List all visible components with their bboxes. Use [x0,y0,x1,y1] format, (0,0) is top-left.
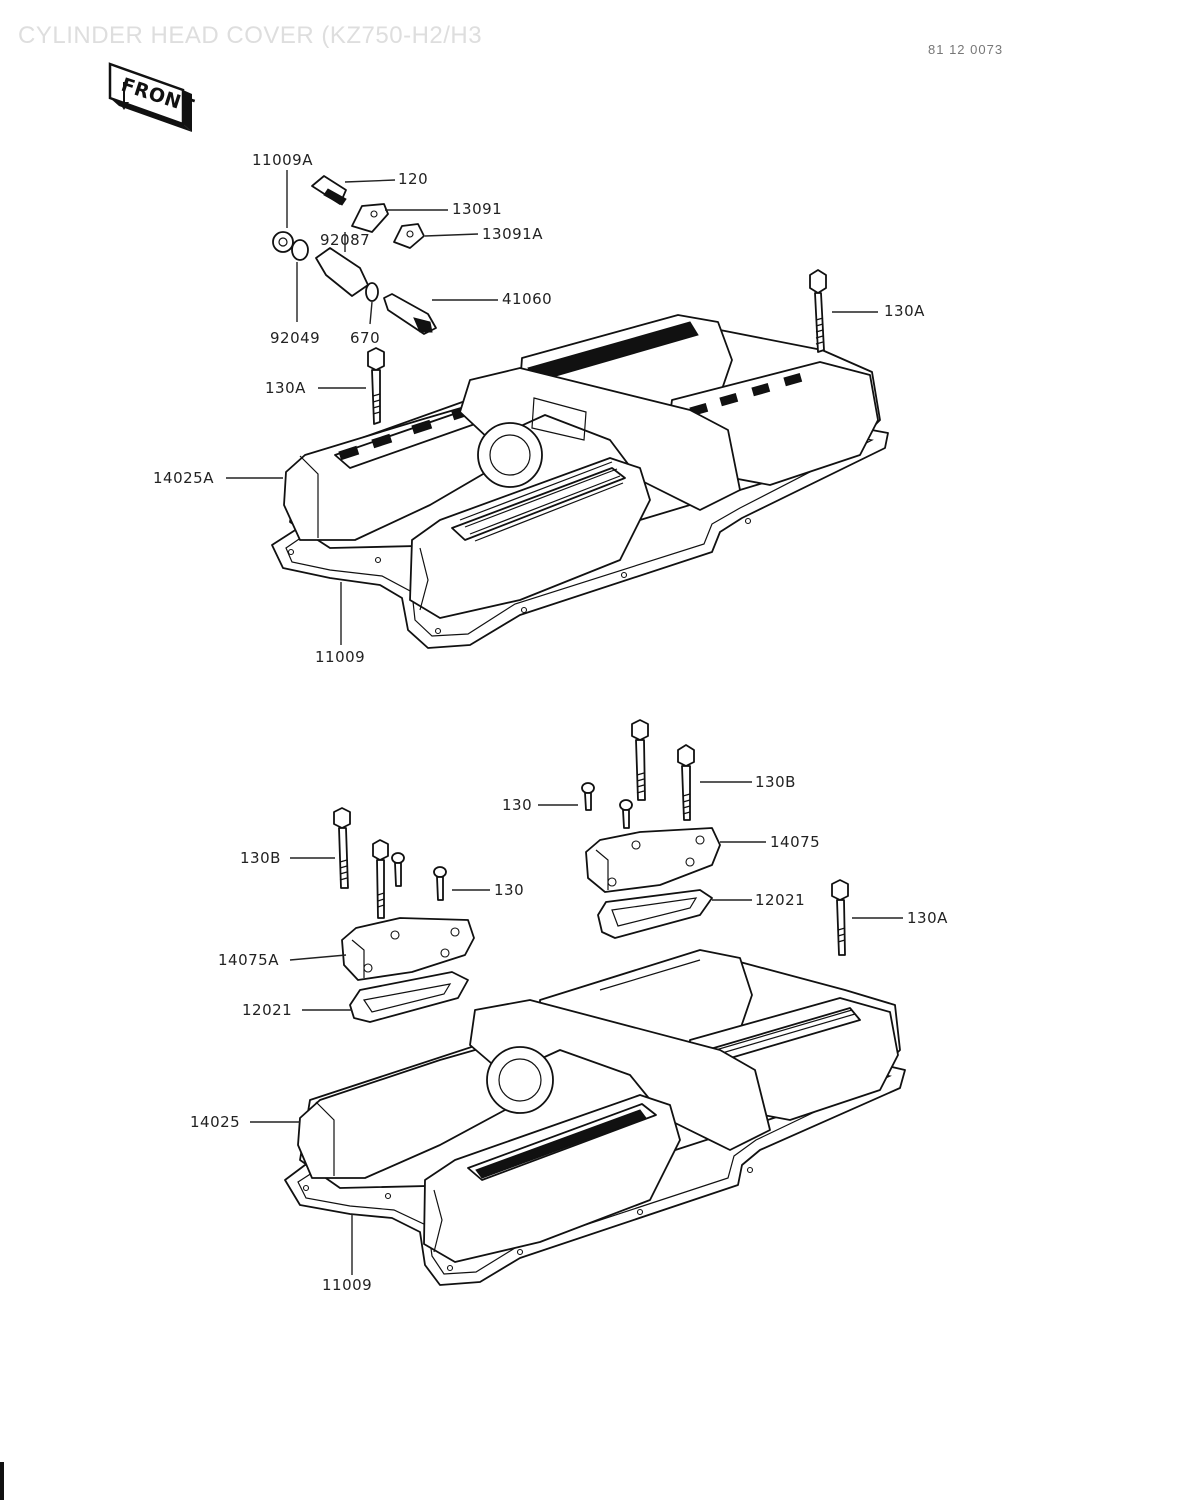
bolt-130B-top [631,719,649,801]
bolt-130A-bottom [831,879,849,956]
gasket-12021-left [349,971,469,1023]
bolt-130B-left [333,807,351,889]
leader-14075A [289,954,347,961]
gasket-holes-bottom [302,1070,884,1272]
bottom-assembly: 130B 130 14075 130B 130 12021 130A 14075… [190,719,948,1294]
front-badge: FRONT [108,62,197,132]
oil-pressure-switch-parts [272,231,437,335]
leader-120 [344,179,396,183]
head-cover-14025A [283,314,881,619]
bracket-13091A [393,223,425,249]
callout-130B-right: 130B [755,773,796,791]
callout-92049: 92049 [270,329,320,347]
gasket-12021-right [597,889,713,939]
callout-13091: 13091 [452,200,502,218]
callout-130A-left: 130A [265,379,306,397]
callout-11009A: 11009A [252,151,313,169]
callout-130-upper: 130 [502,796,532,814]
callout-130A-right: 130A [884,302,925,320]
screw-130-top-a [581,782,595,811]
callout-11009-top: 11009 [315,648,365,666]
callout-41060: 41060 [502,290,552,308]
callout-670: 670 [350,329,380,347]
bolt-130A-top-left [367,347,385,425]
callout-11009-bottom: 11009 [322,1276,372,1294]
page-title: CYLINDER HEAD COVER (KZ750-H2/H3 [18,22,483,49]
callout-14075: 14075 [770,833,820,851]
page-edge-mark [0,1462,4,1500]
callout-14075A: 14075A [218,951,279,969]
callout-130B-left: 130B [240,849,281,867]
callout-14025: 14025 [190,1113,240,1131]
bolt-120 [311,175,347,206]
leader-13091A [424,233,479,237]
bolt-130A-top-right [809,269,827,353]
screw-130-left-b [391,852,405,887]
callout-130-lower: 130 [494,881,524,899]
callout-12021-left: 12021 [242,1001,292,1019]
callout-92087: 92087 [320,231,370,249]
callout-14025A: 14025A [153,469,214,487]
diagram-code: 81 12 0073 [928,42,1004,57]
bolt-130B-right [677,744,695,821]
front-arrow-icon [119,82,129,110]
leader-670 [369,301,373,325]
head-cover-14025 [297,949,901,1263]
bracket-13091 [351,203,389,233]
screw-130-top-b [619,799,633,829]
callout-130A: 130A [907,909,948,927]
bolt-130-left-a [372,839,389,919]
cap-14075 [585,827,721,893]
callout-13091A: 13091A [482,225,543,243]
screw-130-left-c [433,866,447,901]
callout-120: 120 [398,170,428,188]
callout-12021-right: 12021 [755,891,805,909]
cap-14075A [341,917,475,981]
top-assembly: 11009A 120 13091 92087 13091A 41060 130A… [153,151,925,666]
